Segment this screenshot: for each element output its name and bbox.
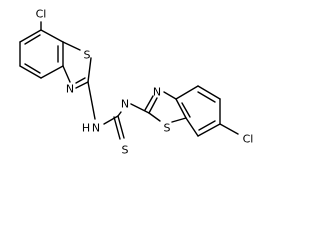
atom-s-left: S xyxy=(84,49,91,62)
bond-lines xyxy=(19,21,239,140)
atom-n-right-ring: N xyxy=(153,86,161,99)
structure-canvas: Cl S N N H N S N S Cl xyxy=(19,8,254,157)
atom-cl-right: Cl xyxy=(243,133,254,146)
atom-n-left-ring: N xyxy=(66,83,74,96)
atom-nh-left: N xyxy=(92,122,100,135)
atom-cl-left: Cl xyxy=(36,8,47,21)
atom-s-right: S xyxy=(164,122,171,135)
atom-thione-s: S xyxy=(122,144,129,157)
chemical-structure: Cl S N N H N S N S Cl xyxy=(19,8,254,157)
atom-labels: Cl S N N H N S N S Cl xyxy=(36,8,254,157)
atom-n-right-amide: N xyxy=(121,98,129,111)
atom-h-left: H xyxy=(82,122,90,135)
